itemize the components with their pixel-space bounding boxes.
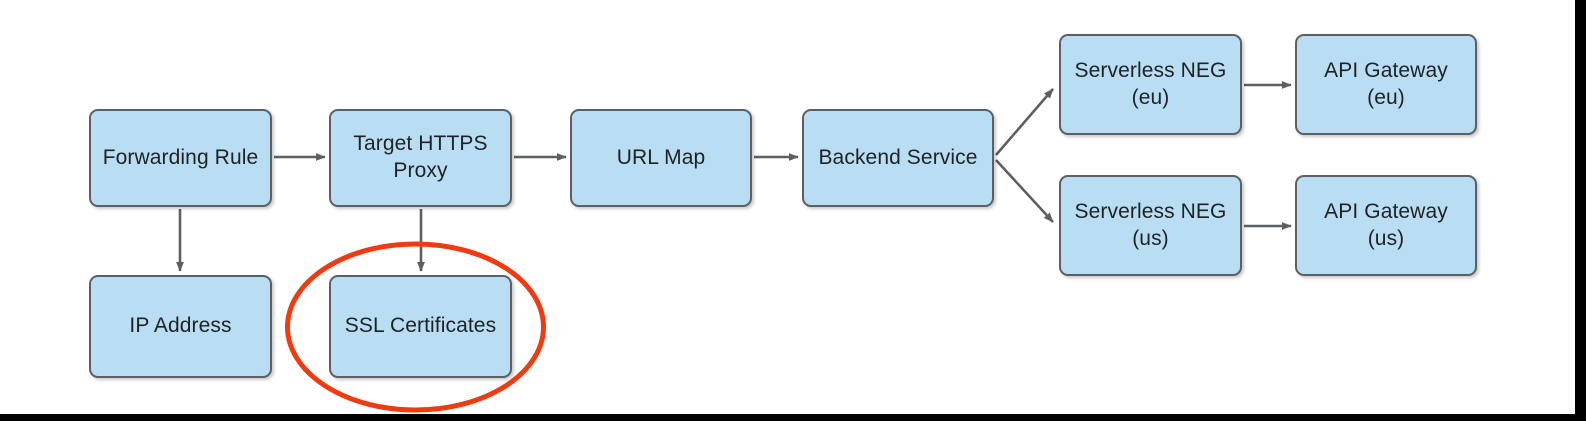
node-api-gateway-us-label-line2: (us) [1367,226,1405,250]
node-forwarding-rule-label: Forwarding Rule [102,145,259,169]
node-target-https-proxy-label-line2: Proxy [393,159,448,182]
node-target-https-proxy-label-line1: Target HTTPS [353,132,488,156]
node-serverless-neg-us-label-line1: Serverless NEG [1074,199,1227,223]
node-ssl-certificates[interactable]: SSL Certificates [329,275,512,378]
node-serverless-neg-us[interactable]: Serverless NEG (us) [1059,175,1242,276]
node-target-https-proxy[interactable]: Target HTTPS Proxy [329,109,512,207]
node-backend-service-label: Backend Service [818,145,978,169]
node-url-map-label: URL Map [616,145,706,169]
node-serverless-neg-eu-label: Serverless NEG (eu) [1063,58,1239,112]
node-serverless-neg-eu-label-line2: (eu) [1131,85,1170,109]
node-target-https-proxy-label: Target HTTPS Proxy [341,131,499,185]
ssl-certificates-highlight-ellipse [285,241,546,413]
node-api-gateway-eu-label-line2: (eu) [1367,85,1405,109]
node-serverless-neg-eu[interactable]: Serverless NEG (eu) [1059,34,1242,135]
node-backend-service[interactable]: Backend Service [802,109,994,207]
node-serverless-neg-us-label: Serverless NEG (us) [1063,199,1239,253]
node-ssl-certificates-label: SSL Certificates [344,314,497,338]
canvas-bottom-border [0,414,1586,421]
node-serverless-neg-eu-label-line1: Serverless NEG [1074,58,1227,82]
node-ip-address-label: IP Address [129,314,232,338]
edge-backend-to-neg-us [995,159,1054,223]
node-serverless-neg-us-label-line2: (us) [1132,226,1169,250]
node-api-gateway-us[interactable]: API Gateway (us) [1295,175,1477,276]
node-api-gateway-us-label: API Gateway (us) [1312,199,1460,253]
node-forwarding-rule[interactable]: Forwarding Rule [89,109,272,207]
node-api-gateway-eu-label-line1: API Gateway [1324,58,1448,82]
canvas-right-border [1575,0,1586,421]
node-url-map[interactable]: URL Map [570,109,752,207]
node-ip-address[interactable]: IP Address [89,275,272,378]
node-api-gateway-eu[interactable]: API Gateway (eu) [1295,34,1477,135]
edge-backend-to-neg-eu [995,88,1054,156]
node-api-gateway-eu-label: API Gateway (eu) [1312,58,1460,112]
node-api-gateway-us-label-line1: API Gateway [1324,199,1448,223]
